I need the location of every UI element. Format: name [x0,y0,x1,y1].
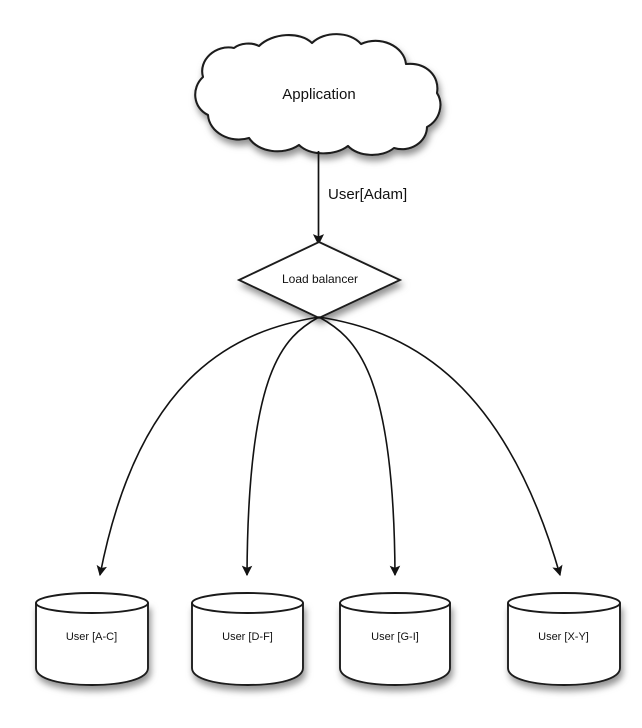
cylinder-node-db-3[interactable] [507,592,621,686]
cloud-shape [194,33,442,156]
edge-balancer-to-db-2 [318,316,401,577]
cylinder-body-1 [191,603,304,686]
cylinder-body-0 [35,603,149,686]
edge-balancer-to-db-1 [241,316,320,577]
cylinder-node-db-2[interactable] [339,592,451,686]
cylinder-top-2 [339,592,451,614]
cylinder-top-3 [507,592,621,614]
cylinder-body-2 [339,603,451,686]
diamond-shape [236,240,403,320]
cloud-node-application[interactable] [194,33,442,156]
diamond-node-load-balancer[interactable] [236,240,403,320]
cylinder-top-0 [35,592,149,614]
cylinder-top-1 [191,592,304,614]
edge-balancer-to-db-0 [96,316,320,577]
cylinder-node-db-1[interactable] [191,592,304,686]
edge-group-balancer-to-databases [96,316,563,577]
cylinder-node-db-0[interactable] [35,592,149,686]
cylinder-body-3 [507,603,621,686]
edge-balancer-to-db-3 [318,316,563,577]
